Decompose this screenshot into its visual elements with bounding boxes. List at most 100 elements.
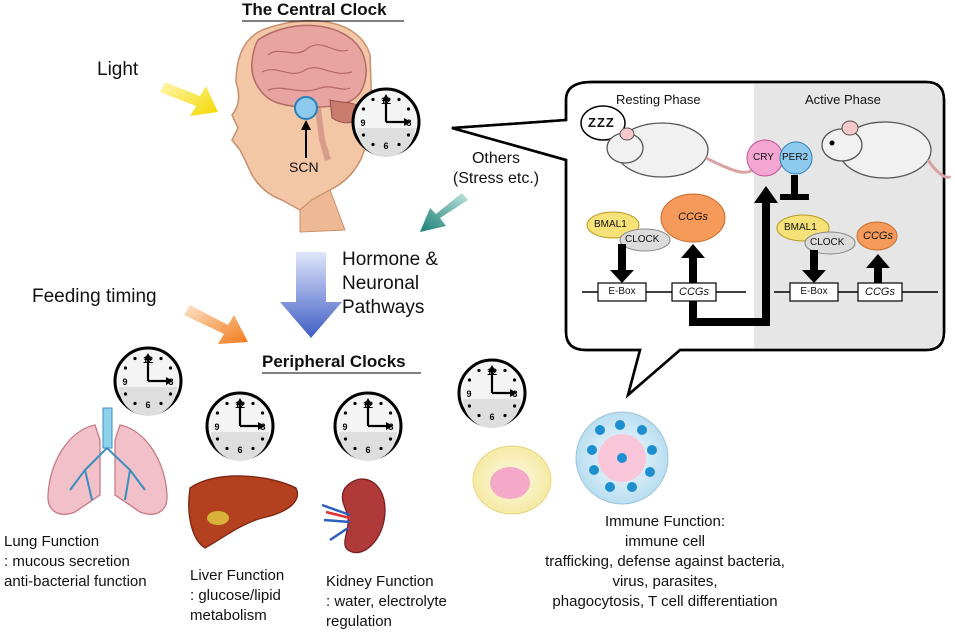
clock-tick: [379, 401, 383, 406]
active-phase-label: Active Phase: [805, 92, 881, 107]
clock-tick: [260, 437, 265, 441]
feedback-loop-arrowhead: [754, 186, 778, 203]
per2-protein: [779, 141, 813, 175]
clock-tick: [467, 404, 472, 408]
clock-tick: [397, 142, 401, 147]
repression-bar-cap: [780, 194, 809, 200]
clock-tick: [215, 411, 220, 415]
expression-arrow-shaft-active: [874, 266, 882, 283]
clock-tick: [123, 392, 128, 396]
activation-arrowhead-resting: [610, 270, 634, 283]
clock-tick: [512, 378, 517, 382]
clock-numeral: 9: [342, 422, 347, 432]
light-arrow: [160, 82, 218, 116]
immune-function-title: Immune Function:: [604, 513, 726, 530]
lung-function-detail-1: : mucous secretion: [4, 553, 130, 570]
clock-hour-hand-tip: [510, 389, 517, 397]
clock-hour-hand-tip: [166, 377, 173, 385]
immune-function-detail-1: immune cell: [624, 533, 706, 550]
clock-hour-hand-tip: [404, 118, 411, 126]
ebox-label-active: E-Box: [800, 286, 828, 297]
clock-hour-hand-tip: [258, 422, 265, 430]
immune-function-detail-2: trafficking, defense against bacteria,: [545, 553, 785, 570]
kidney-function-detail-2: regulation: [326, 613, 392, 630]
sleep-zzz-label: ZZZ: [588, 115, 615, 130]
clock-tick: [361, 133, 366, 137]
liver-function-detail-2: metabolism: [190, 607, 267, 624]
activation-arrow-shaft-active: [810, 250, 818, 272]
clock-face-shade: [357, 128, 415, 157]
stress-label: (Stress etc.): [452, 170, 540, 187]
clock-label-resting: CLOCK: [625, 234, 660, 245]
clock-minute-hand-tip: [144, 353, 152, 360]
expression-arrowhead-resting: [681, 244, 705, 258]
immune-function-detail-4: phagocytosis, T cell differentiation: [552, 593, 778, 610]
expression-arrowhead-active: [866, 254, 890, 268]
per2-label: PER2: [782, 152, 809, 163]
clock-tick: [168, 366, 173, 370]
clock-face-shade: [119, 387, 177, 416]
peripheral-clocks-title: Peripheral Clocks: [262, 352, 406, 371]
kidney-function-detail-1: : water, electrolyte: [326, 593, 447, 610]
clock-numeral: 6: [383, 141, 388, 151]
clock-tick: [388, 411, 393, 415]
liver-function-detail-1: : glucose/lipid: [190, 587, 281, 604]
others-arrow: [420, 193, 468, 232]
liver-clock: 12369: [205, 391, 275, 461]
kidney-function-title: Kidney Function: [326, 573, 434, 590]
clock-tick: [406, 133, 411, 137]
immune-clock: 12369: [457, 358, 527, 428]
feedback-loop-arrow: [689, 200, 770, 326]
kidney-clock: 12369: [333, 391, 403, 461]
clock-tick: [379, 446, 383, 451]
ccgs-gene-label-active: CCGs: [865, 286, 895, 298]
clock-tick: [353, 446, 357, 451]
clock-tick: [388, 437, 393, 441]
others-label: Others: [471, 150, 520, 167]
clock-tick: [123, 366, 128, 370]
clock-tick: [260, 411, 265, 415]
clock-tick: [251, 401, 255, 406]
pathway-label-line3: Pathways: [342, 297, 425, 318]
central-clock-title: The Central Clock: [242, 0, 387, 19]
bmal1-label-active: BMAL1: [784, 222, 817, 233]
clock-minute-hand-tip: [364, 398, 372, 405]
feeding-arrow: [184, 305, 248, 344]
clock-tick: [133, 356, 137, 361]
clock-tick: [159, 401, 163, 406]
clock-tick: [503, 368, 507, 373]
immune-cells-illustration: [472, 411, 669, 515]
lung-illustration: [47, 407, 168, 515]
clock-minute-hand-tip: [488, 365, 496, 372]
scn-marker: [294, 96, 318, 120]
scn-label: SCN: [289, 159, 319, 175]
clock-numeral: 6: [145, 400, 150, 410]
expression-arrow-shaft-resting: [689, 256, 697, 283]
clock-tick: [503, 413, 507, 418]
active-mouse-illustration: [821, 120, 952, 179]
clock-numeral: 9: [360, 118, 365, 128]
clock-face-shade: [463, 399, 521, 428]
lung-clock: 12369: [113, 346, 183, 416]
clock-tick: [343, 411, 348, 415]
feeding-timing-label: Feeding timing: [32, 286, 157, 307]
pathway-label-line2: Neuronal: [342, 273, 420, 294]
clock-tick: [159, 356, 163, 361]
clock-tick: [251, 446, 255, 451]
clock-protein-active: [804, 231, 856, 255]
light-label: Light: [97, 59, 139, 80]
clock-tick: [353, 401, 357, 406]
bmal1-protein-resting: [586, 211, 640, 239]
repression-bar-shaft: [791, 175, 798, 195]
scn-pointer-arrowhead: [301, 120, 311, 130]
clock-numeral: 9: [466, 389, 471, 399]
clock-minute-hand-tip: [236, 398, 244, 405]
clock-tick: [397, 97, 401, 102]
ebox-label-resting: E-Box: [608, 286, 636, 297]
clock-face-shade: [211, 432, 269, 461]
cry-label: CRY: [753, 152, 774, 163]
ccgs-product-label-resting: CCGs: [678, 211, 708, 223]
clock-numeral: 9: [214, 422, 219, 432]
